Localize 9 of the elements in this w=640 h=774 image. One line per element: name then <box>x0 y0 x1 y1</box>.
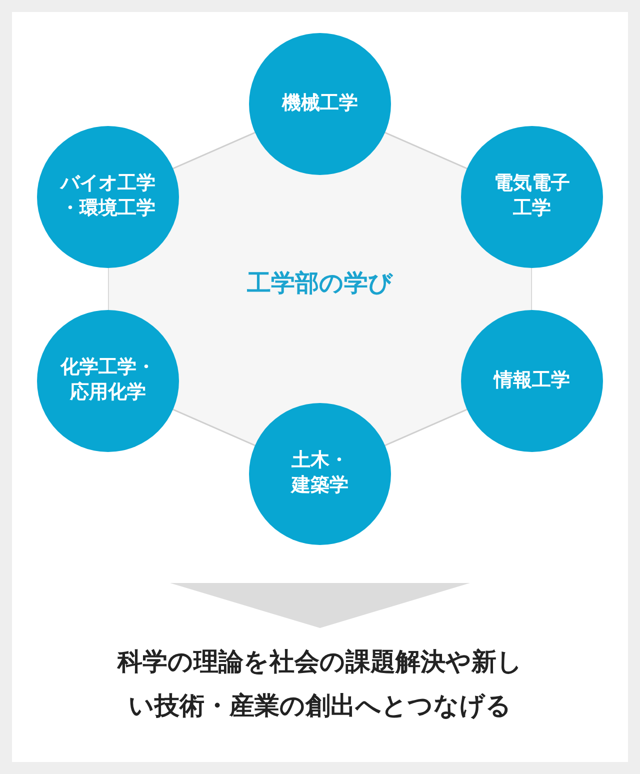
topic-label: バイオ工学・環境工学 <box>60 172 156 221</box>
topic-label: 土木・建築学 <box>290 449 350 498</box>
center-title: 工学部の学び <box>247 269 393 299</box>
topic-label: 情報工学 <box>493 368 571 393</box>
topic-label: 化学工学・応用化学 <box>60 356 156 405</box>
topic-label: 電気電子工学 <box>493 172 571 221</box>
topic-label: 機械工学 <box>281 92 359 116</box>
conclusion-text: 科学の理論を社会の課題解決や新しい技術・産業の創出へとつなげる <box>116 647 524 722</box>
down-chevron-arrow <box>170 583 470 628</box>
